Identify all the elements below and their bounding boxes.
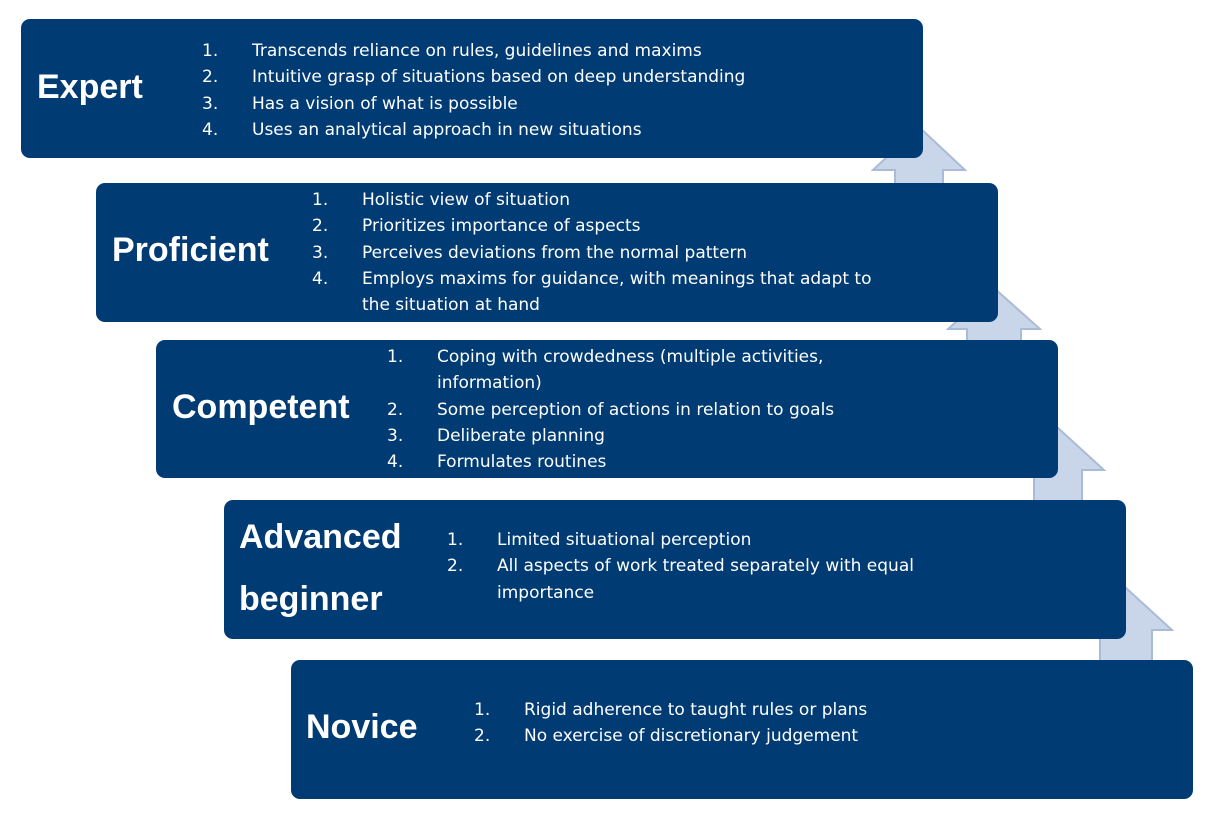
competent-box: Competent 1. Coping with crowdedness (mu…: [156, 340, 1058, 478]
list-number: 1.: [387, 347, 404, 367]
list-number: 4.: [387, 452, 404, 473]
list-item-text: Coping with crowdedness (multiple activi…: [437, 347, 824, 394]
advanced-beginner-item-1: 1. Limited situational perception: [447, 527, 937, 553]
novice-box: Novice 1. Rigid adherence to taught rule…: [291, 660, 1193, 799]
list-item-text: Prioritizes importance of aspects: [362, 216, 641, 237]
list-number: 4.: [202, 119, 219, 140]
expert-box: Expert 1. Transcends reliance on rules, …: [21, 19, 923, 158]
competent-item-2: 2. Some perception of actions in relatio…: [387, 397, 887, 423]
novice-title: Novice: [306, 708, 418, 746]
list-item-text: All aspects of work treated separately w…: [497, 556, 914, 603]
proficient-item-2: 2. Prioritizes importance of aspects: [312, 213, 882, 239]
list-number: 3.: [202, 93, 219, 114]
list-number: 3.: [312, 242, 329, 263]
expert-item-2: 2. Intuitive grasp of situations based o…: [202, 64, 892, 90]
list-item-text: Has a vision of what is possible: [252, 93, 518, 114]
advanced-beginner-item-2: 2. All aspects of work treated separatel…: [447, 553, 937, 606]
advanced-beginner-box: Advanced beginner 1. Limited situational…: [224, 500, 1126, 639]
list-number: 2.: [474, 726, 491, 747]
proficient-item-4: 4. Employs maxims for guidance, with mea…: [312, 266, 882, 319]
list-number: 4.: [312, 268, 329, 289]
list-item-text: Limited situational perception: [497, 530, 752, 550]
list-item-text: Some perception of actions in relation t…: [437, 399, 835, 420]
list-number: 1.: [447, 530, 464, 550]
list-number: 2.: [387, 399, 404, 420]
expert-title: Expert: [37, 68, 143, 106]
proficient-item-1: 1. Holistic view of situation: [312, 187, 882, 213]
list-item-text: Holistic view of situation: [362, 190, 570, 210]
list-number: 3.: [387, 425, 404, 446]
list-number: 1.: [312, 190, 329, 210]
proficient-item-3: 3. Perceives deviations from the normal …: [312, 240, 882, 266]
proficient-title: Proficient: [112, 231, 269, 269]
list-item-text: Formulates routines: [437, 452, 607, 473]
expert-list: 1. Transcends reliance on rules, guideli…: [202, 38, 892, 143]
list-item-text: Uses an analytical approach in new situa…: [252, 119, 642, 140]
list-number: 2.: [312, 216, 329, 237]
list-item-text: Perceives deviations from the normal pat…: [362, 242, 748, 263]
list-item-text: Deliberate planning: [437, 425, 605, 446]
advanced-beginner-title-line-1: Advanced: [239, 518, 402, 556]
list-item-text: No exercise of discretionary judgement: [524, 726, 859, 747]
list-number: 2.: [447, 556, 464, 577]
list-item-text: Transcends reliance on rules, guidelines…: [252, 41, 702, 61]
list-item-text: Intuitive grasp of situations based on d…: [252, 67, 746, 88]
competent-item-4: 4. Formulates routines: [387, 449, 887, 475]
competent-list: 1. Coping with crowdedness (multiple act…: [387, 344, 887, 475]
list-number: 2.: [202, 67, 219, 88]
expert-item-3: 3. Has a vision of what is possible: [202, 91, 892, 117]
proficient-box: Proficient 1. Holistic view of situation…: [96, 183, 998, 322]
list-number: 1.: [474, 700, 491, 720]
list-item-text: Rigid adherence to taught rules or plans: [524, 700, 868, 720]
advanced-beginner-list: 1. Limited situational perception 2. All…: [447, 527, 937, 606]
list-number: 1.: [202, 41, 219, 61]
advanced-beginner-title-line-2: beginner: [239, 580, 383, 618]
competent-item-3: 3. Deliberate planning: [387, 423, 887, 449]
expert-item-1: 1. Transcends reliance on rules, guideli…: [202, 38, 892, 64]
novice-item-2: 2. No exercise of discretionary judgemen…: [474, 723, 1034, 749]
expert-item-4: 4. Uses an analytical approach in new si…: [202, 117, 892, 143]
novice-item-1: 1. Rigid adherence to taught rules or pl…: [474, 697, 1034, 723]
proficient-list: 1. Holistic view of situation 2. Priorit…: [312, 187, 882, 318]
novice-list: 1. Rigid adherence to taught rules or pl…: [474, 697, 1034, 750]
competent-item-1: 1. Coping with crowdedness (multiple act…: [387, 344, 887, 397]
list-item-text: Employs maxims for guidance, with meanin…: [362, 268, 872, 316]
competent-title: Competent: [172, 388, 350, 426]
